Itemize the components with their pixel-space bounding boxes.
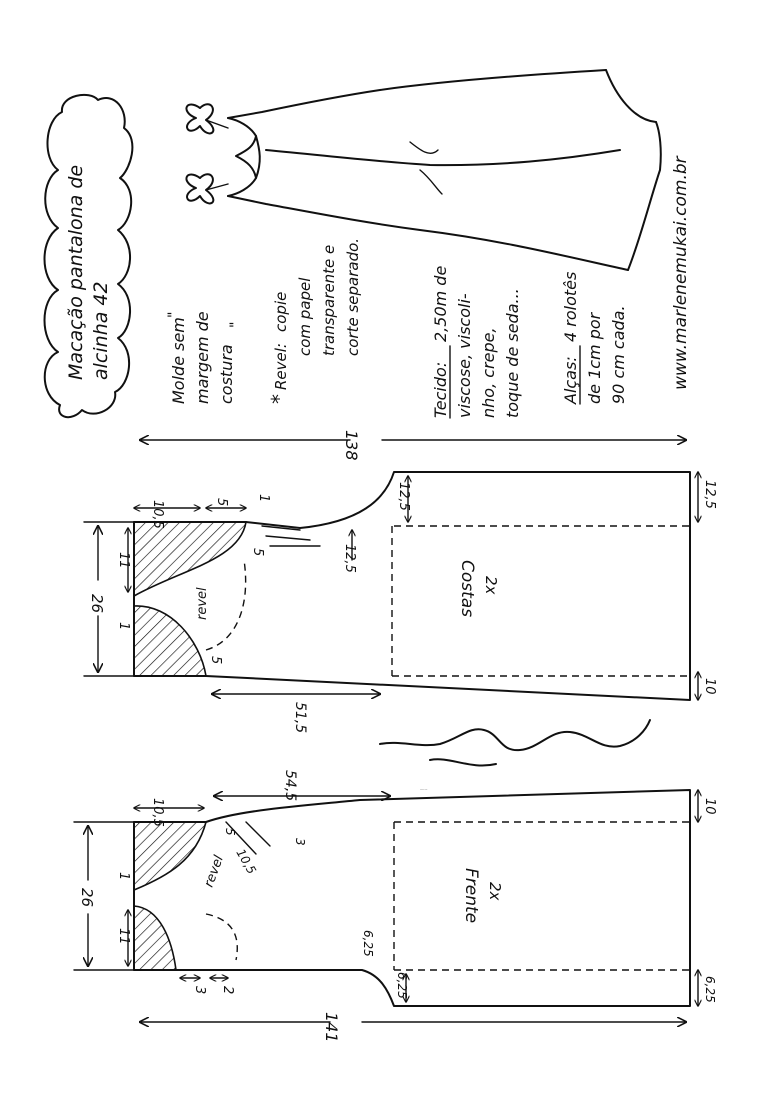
- costas-hatch-upper: [133, 521, 247, 598]
- frente-2: 2: [220, 986, 235, 994]
- costas-10: 10: [702, 678, 717, 695]
- frente-10: 10: [702, 798, 717, 815]
- frente-length-label: 141: [322, 1012, 341, 1043]
- fold-lines: [409, 141, 443, 195]
- costas-length-label: 138: [342, 430, 361, 461]
- costas-10-5: 10,5: [150, 500, 165, 529]
- revel-label: Revel:: [272, 343, 290, 390]
- tecido-line2: viscose, viscoli-: [455, 293, 474, 418]
- frente-width-label: 26: [78, 888, 96, 907]
- leg-outline-top: [227, 69, 607, 119]
- signature-text: Marlene Mukai: [420, 788, 428, 791]
- costas-12-5-hem: 12,5: [396, 482, 411, 511]
- alcas-line1: 4 rolotês: [561, 272, 580, 342]
- frente-revel-line: [205, 913, 238, 961]
- costas-12-5-right: 12,5: [702, 480, 717, 509]
- frente-name: Frente: [461, 868, 481, 923]
- molde-line1: Molde sem: [169, 317, 188, 404]
- title-block: Macação pantalona de alcinha 42: [43, 93, 134, 419]
- costas-outline: [133, 471, 691, 701]
- frente-6-25-right: 6,25: [703, 976, 717, 1003]
- tecido-line3: nho, crepe,: [479, 327, 498, 418]
- molde-quote-2: ": [228, 322, 244, 328]
- website-text: www.marlenemukai.com.br: [671, 155, 691, 390]
- hem-flare-top: [605, 69, 657, 123]
- costas-revel: revel: [195, 587, 210, 620]
- revel-line2: com papel: [296, 277, 314, 356]
- costas-name: Costas: [457, 560, 477, 617]
- revel-line1: copie: [272, 292, 290, 332]
- bodice-top: [227, 117, 257, 197]
- alcas-note: Alças: 4 rolotês de 1cm por 90 cm cada.: [561, 272, 628, 405]
- tecido-note: Tecido: 2,50m de viscose, viscoli- nho, …: [431, 266, 522, 419]
- frente-6-25-hem: 6,25: [395, 972, 409, 999]
- bow-icon: [185, 103, 215, 135]
- costas-12-5-crotch: 12,5: [342, 544, 357, 573]
- alcas-label: Alças:: [561, 356, 580, 405]
- costas-5c: 5: [208, 656, 223, 664]
- frente-5: 5: [223, 828, 237, 836]
- costas-51-5: 51,5: [292, 702, 308, 733]
- tecido-line4: toque de seda...: [503, 288, 522, 418]
- signature: Marlene Mukai: [379, 719, 651, 791]
- costas-5b: 5: [250, 548, 265, 556]
- leg-outline-bottom: [227, 195, 629, 271]
- leg-center-seam: [265, 149, 621, 167]
- strap-lines: [205, 119, 229, 191]
- molde-quote-1: ": [166, 312, 182, 318]
- frente-54-5: 54,5: [282, 770, 298, 801]
- frente-10-5-strap: 10,5: [233, 847, 258, 877]
- waist-line: [255, 135, 261, 179]
- molde-line2: margem de: [193, 311, 212, 404]
- molde-line3: costura: [217, 344, 236, 404]
- frente-1: 1: [116, 872, 131, 880]
- revel-note: * Revel: copie com papel transparente e …: [267, 238, 362, 404]
- frente-11: 11: [116, 928, 131, 945]
- title-cloud: [43, 93, 134, 419]
- frente-hatch-lower: [133, 905, 177, 971]
- alcas-line2: de 1cm por: [585, 311, 604, 404]
- hem-edge: [627, 121, 662, 271]
- title-line1: Macação pantalona de: [65, 165, 87, 380]
- frente-3-strap: 3: [293, 838, 307, 846]
- frente-6-25-crotch: 6,25: [361, 930, 375, 957]
- costas-1b: 1: [256, 494, 271, 502]
- bow-icon-2: [185, 173, 215, 205]
- frente-10-5-top: 10,5: [150, 798, 165, 827]
- revel-star: *: [267, 394, 291, 404]
- frente-revel: revel: [202, 853, 227, 889]
- tecido-line1: 2,50m de: [431, 266, 450, 342]
- costas-piece: 138 26 11 1 10,5 5 1 5 5 revel 12,5 12,5: [83, 430, 717, 733]
- costas-width-label: 26: [88, 594, 106, 613]
- costas-1a: 1: [116, 622, 131, 630]
- frente-qty: 2x: [486, 882, 504, 901]
- title-line2: alcinha 42: [90, 281, 112, 380]
- costas-qty: 2x: [482, 576, 500, 595]
- frente-3: 3: [192, 986, 207, 994]
- alcas-line3: 90 cm cada.: [609, 305, 628, 404]
- costas-11: 11: [116, 552, 131, 569]
- frente-strap-mark: [225, 821, 271, 855]
- signature-mark: [379, 719, 651, 767]
- frente-hatch-upper: [133, 821, 208, 892]
- jumpsuit-sketch: [185, 69, 662, 271]
- frente-piece: 26 11 1 10,5 54,5 5 10,5 3 revel 3 2 6,2…: [73, 770, 717, 1043]
- tecido-label: Tecido:: [431, 362, 450, 418]
- costas-revel-line: [205, 559, 247, 651]
- revel-line3: transparente e: [320, 245, 338, 356]
- costas-hatch-strip: [261, 525, 321, 547]
- molde-note: " Molde sem margem de costura ": [166, 311, 244, 404]
- revel-line4: corte separado.: [344, 238, 362, 356]
- costas-5a: 5: [214, 498, 229, 506]
